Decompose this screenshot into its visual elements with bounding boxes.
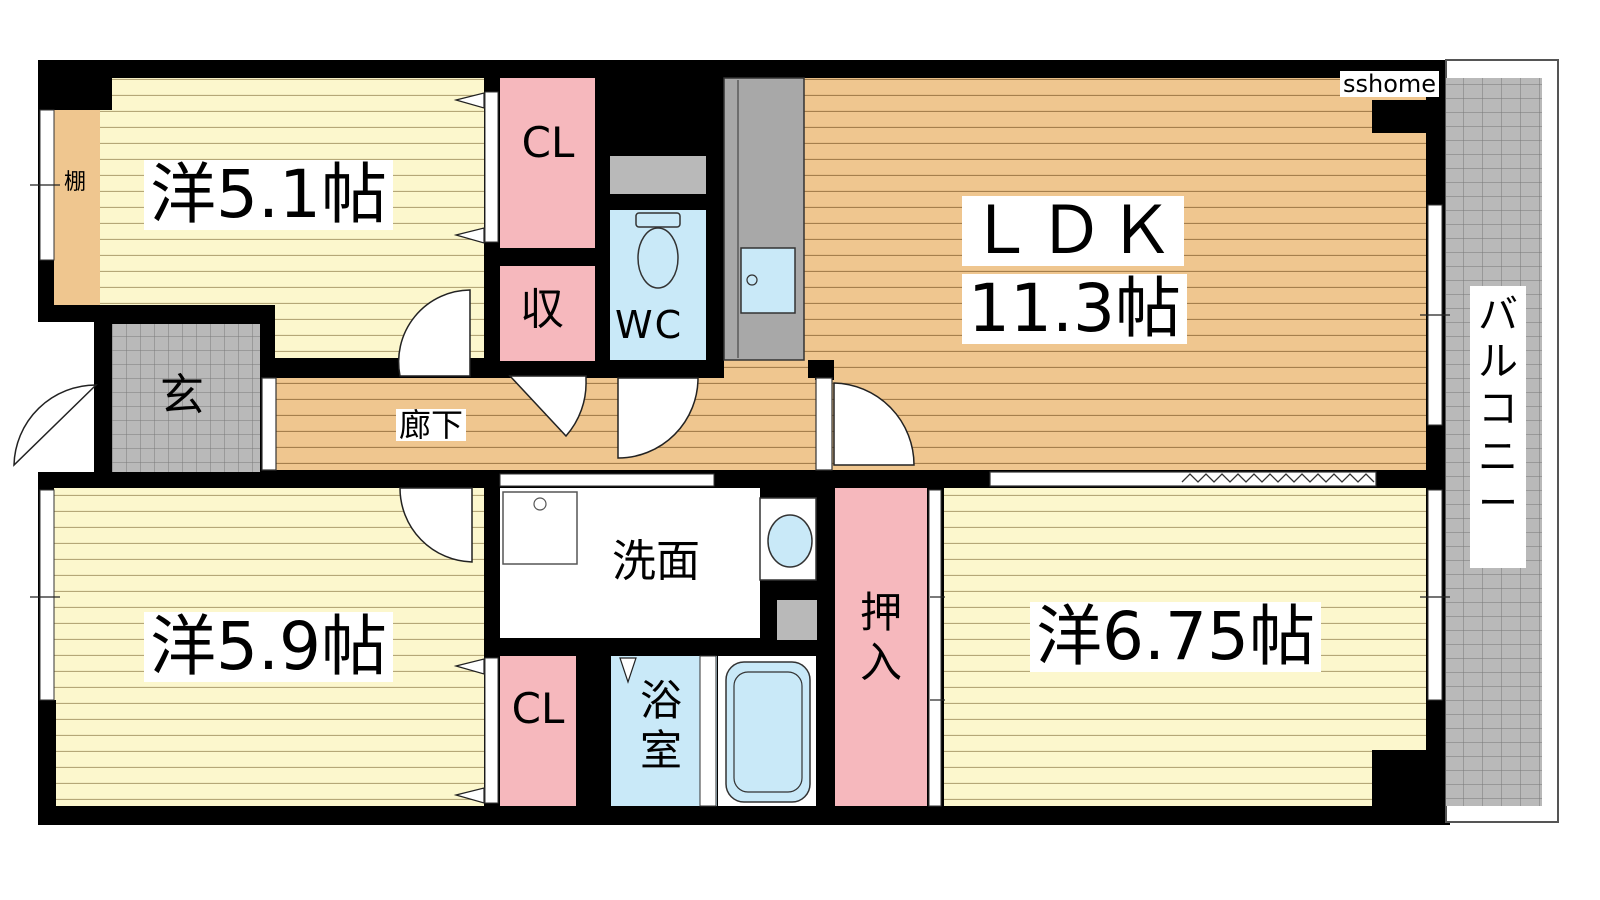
western-room-2-label: 洋5.9帖 (144, 612, 393, 682)
watermark: sshome (1340, 71, 1440, 97)
storage-area (500, 266, 595, 361)
kitchen-sink (740, 247, 796, 314)
washroom-label: 洗面 (612, 536, 700, 587)
entrance-floor (112, 324, 260, 472)
storage-door (508, 375, 587, 438)
ldk-door (833, 382, 915, 466)
hallway-label: 廊下 (396, 409, 467, 441)
washroom-wall-strip (499, 473, 715, 487)
ldk-partition (989, 471, 1377, 487)
oshiire-label: 押入 (859, 588, 902, 687)
closet-bottom-label: CL (511, 684, 565, 733)
western-room-3-label: 洋6.75帖 (1030, 602, 1321, 672)
western-room-1-corner (100, 78, 112, 110)
wall-ticks (30, 184, 1450, 701)
western-room-2-corner (38, 700, 56, 810)
ldk-corner-block (1372, 100, 1426, 133)
entrance-label: 玄 (160, 370, 204, 421)
cl-door-bottom (484, 657, 499, 804)
toilet-bowl (637, 227, 679, 289)
wc-upper-block (610, 156, 706, 194)
oshiire-area (835, 488, 927, 806)
bath-door (699, 655, 717, 807)
ldk-doorway (815, 377, 833, 471)
vanity-basin (767, 514, 813, 568)
ldk-lower-wall (808, 360, 834, 380)
closet-top-label: CL (521, 118, 575, 167)
washer-drain (533, 497, 547, 511)
bathtub (725, 661, 811, 803)
oshiire-door-line (928, 489, 942, 807)
doors (13, 289, 915, 563)
balcony-label-bg (1470, 286, 1526, 568)
wc-door (617, 377, 699, 459)
western-room-3-corner (1372, 750, 1426, 808)
toilet-tank (635, 212, 681, 228)
balcony-label: バルコニー (1478, 292, 1518, 527)
room2-door (399, 487, 473, 563)
bathroom-label: 浴室 (639, 676, 682, 775)
closet-markers (453, 92, 637, 804)
shelf-label: 棚 (64, 170, 87, 195)
partition-zigzag (1181, 473, 1375, 483)
ldk-top-wall (723, 77, 805, 361)
bathtub-inner (733, 671, 803, 793)
cl-door-top (484, 91, 499, 243)
wash-grey-block (777, 600, 817, 640)
room1-door (397, 289, 471, 377)
toilet-label: WC (615, 303, 684, 347)
closet-bottom-area (500, 656, 576, 806)
storage-label: 収 (520, 284, 564, 335)
ldk-name-label: ＬＤＫ (962, 196, 1184, 266)
shelf-area (54, 110, 100, 305)
ldk-size-label: 11.3帖 (962, 274, 1187, 344)
entrance-door (13, 384, 98, 467)
washer-pan (502, 491, 578, 565)
closet-top-area (500, 78, 595, 248)
hall-step (261, 377, 277, 471)
window-right-bottom (1427, 489, 1443, 701)
sink-drain (746, 274, 758, 286)
western-room-1-label: 洋5.1帖 (144, 160, 393, 230)
window-left-bottom (39, 489, 55, 701)
